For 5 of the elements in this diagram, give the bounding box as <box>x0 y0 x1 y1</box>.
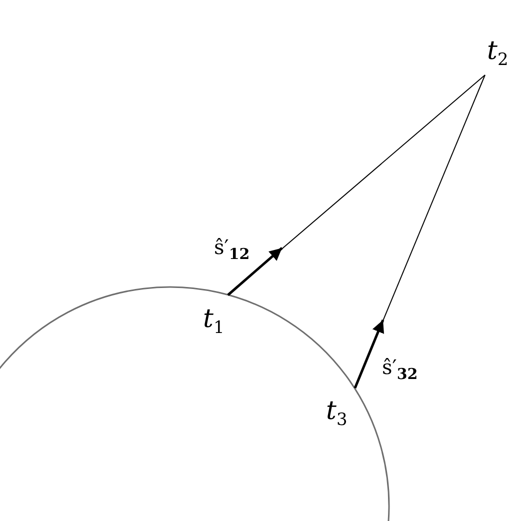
vector-label: ŝ′$_{12}$ <box>214 236 250 265</box>
point-label: t$_{1}$ <box>203 306 224 342</box>
vector-label: ŝ′$_{32}$ <box>382 356 418 385</box>
point-label: t$_{2}$ <box>487 38 508 74</box>
point-label: t$_{3}$ <box>326 398 348 434</box>
